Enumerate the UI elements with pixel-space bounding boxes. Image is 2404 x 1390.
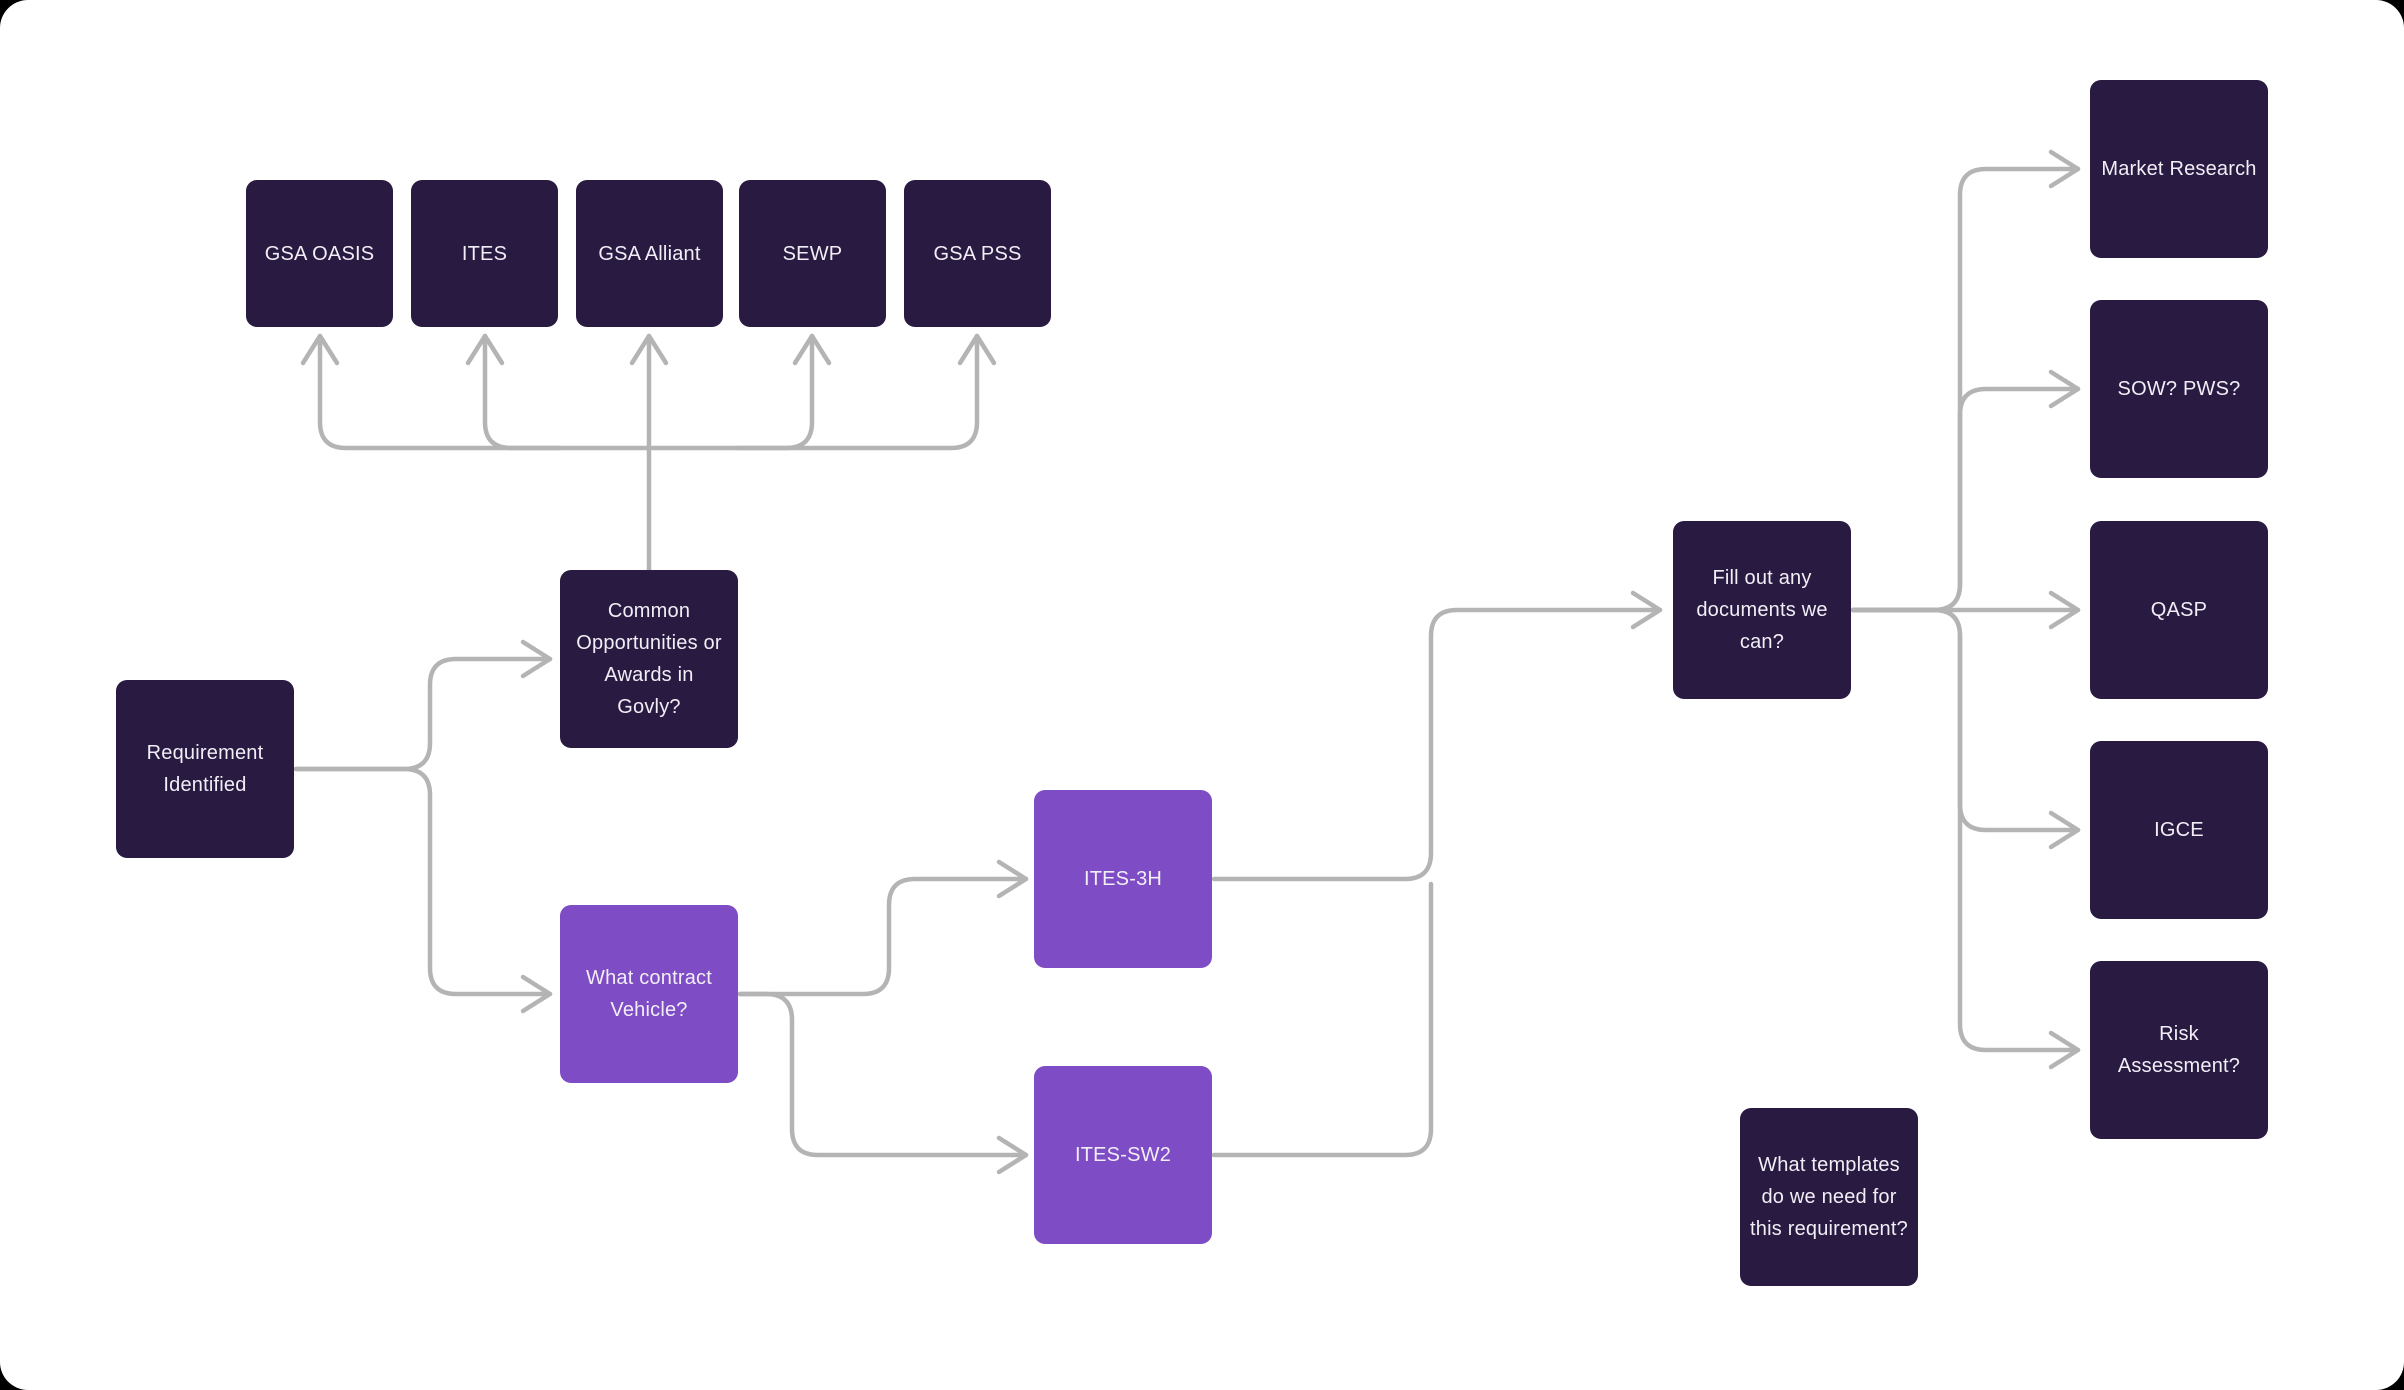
node-label: What contract Vehicle? <box>586 967 712 1021</box>
node-requirement-identified[interactable]: Requirement Identified <box>116 680 294 858</box>
edge-what-contract-vehicle-ites-3h <box>737 876 1029 997</box>
edge-what-contract-vehicle-ites-sw2 <box>737 991 1029 1158</box>
edge-common-opportunities-ites <box>482 333 563 451</box>
edge-ites-sw2-fill-out-documents <box>1211 881 1434 1158</box>
edge-requirement-identified-what-contract-vehicle <box>293 766 553 997</box>
node-risk-assessment[interactable]: Risk Assessment? <box>2090 961 2268 1139</box>
edge-requirement-identified-what-contract-vehicle-arrowhead <box>520 974 553 1014</box>
node-market-research[interactable]: Market Research <box>2090 80 2268 258</box>
node-fill-out-documents[interactable]: Fill out any documents we can? <box>1673 521 1851 699</box>
edge-common-opportunities-sewp-arrowhead <box>792 333 832 366</box>
edge-common-opportunities-gsa-pss-arrowhead <box>957 333 997 366</box>
node-what-contract-vehicle[interactable]: What contract Vehicle? <box>560 905 738 1083</box>
node-label: SOW? PWS? <box>2117 378 2241 400</box>
node-gsa-oasis[interactable]: GSA OASIS <box>246 180 393 327</box>
edge-common-opportunities-ites-arrowhead <box>465 333 505 366</box>
node-label: ITES <box>461 242 508 265</box>
edge-what-contract-vehicle-ites-3h-arrowhead <box>996 859 1029 899</box>
node-sewp[interactable]: SEWP <box>739 180 886 327</box>
node-label: Market Research <box>2101 158 2257 180</box>
node-what-templates[interactable]: What templates do we need for this requi… <box>1740 1108 1918 1286</box>
edge-common-opportunities-gsa-pss <box>646 333 980 451</box>
edge-common-opportunities-gsa-alliant-arrowhead <box>629 333 669 366</box>
node-label: Requirement Identified <box>146 742 264 796</box>
node-label: GSA Alliant <box>598 242 701 265</box>
node-label: Risk Assessment? <box>2117 1023 2241 1077</box>
edge-fill-out-documents-risk-assessment-arrowhead <box>2048 1030 2081 1070</box>
node-qasp[interactable]: QASP <box>2090 521 2268 699</box>
node-label: IGCE <box>2154 819 2204 841</box>
node-label: ITES-SW2 <box>1074 1144 1172 1166</box>
node-ites-sw2[interactable]: ITES-SW2 <box>1034 1066 1212 1244</box>
edge-fill-out-documents-qasp-arrowhead <box>2048 590 2081 630</box>
node-sow-pws[interactable]: SOW? PWS? <box>2090 300 2268 478</box>
edge-fill-out-documents-igce <box>1850 607 2081 833</box>
edge-common-opportunities-sewp <box>735 333 815 451</box>
node-label: Common Opportunities or Awards in Govly? <box>576 600 722 718</box>
edge-fill-out-documents-market-research-arrowhead <box>2048 149 2081 189</box>
node-label: GSA OASIS <box>264 242 375 265</box>
node-igce[interactable]: IGCE <box>2090 741 2268 919</box>
node-common-opportunities[interactable]: Common Opportunities or Awards in Govly? <box>560 570 738 748</box>
edge-what-contract-vehicle-ites-sw2-arrowhead <box>996 1135 1029 1175</box>
edge-ites-3h-fill-out-documents-arrowhead <box>1630 590 1663 630</box>
node-label: QASP <box>2150 599 2208 621</box>
node-label: SEWP <box>782 242 843 265</box>
edge-common-opportunities-gsa-oasis-arrowhead <box>300 333 340 366</box>
node-label: ITES-3H <box>1083 868 1163 890</box>
edge-fill-out-documents-risk-assessment <box>1850 607 2081 1053</box>
node-gsa-alliant[interactable]: GSA Alliant <box>576 180 723 327</box>
edge-requirement-identified-common-opportunities <box>293 656 553 772</box>
edge-ites-3h-fill-out-documents <box>1211 607 1663 882</box>
node-label: Fill out any documents we can? <box>1696 567 1828 653</box>
node-label: GSA PSS <box>933 242 1022 265</box>
edge-fill-out-documents-sow-pws <box>1850 386 2081 613</box>
node-ites-3h[interactable]: ITES-3H <box>1034 790 1212 968</box>
edge-fill-out-documents-igce-arrowhead <box>2048 810 2081 850</box>
edge-requirement-identified-common-opportunities-arrowhead <box>520 639 553 679</box>
edge-common-opportunities-gsa-oasis <box>317 333 652 451</box>
node-gsa-pss[interactable]: GSA PSS <box>904 180 1051 327</box>
node-ites[interactable]: ITES <box>411 180 558 327</box>
edge-fill-out-documents-sow-pws-arrowhead <box>2048 369 2081 409</box>
node-label: What templates do we need for this requi… <box>1750 1154 1908 1240</box>
